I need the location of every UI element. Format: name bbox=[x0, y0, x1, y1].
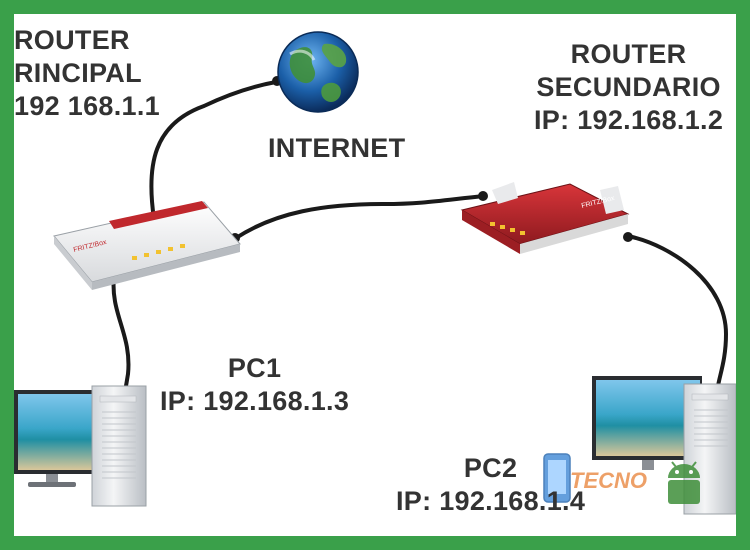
router-secundario-label: ROUTER SECUNDARIO IP: 192.168.1.2 bbox=[534, 38, 723, 137]
router-secundario-line2: SECUNDARIO bbox=[536, 72, 721, 102]
router-principal-line1: ROUTER bbox=[14, 25, 130, 55]
cables bbox=[111, 80, 729, 388]
router-principal-line2: RINCIPAL bbox=[14, 58, 142, 88]
watermark-text: TECNO bbox=[570, 468, 647, 493]
cable-plug-router2-left bbox=[478, 191, 488, 201]
internet-label: INTERNET bbox=[268, 133, 406, 163]
pc2-ip: IP: 192.168.1.4 bbox=[396, 486, 586, 516]
cable-router1-router2 bbox=[234, 194, 486, 240]
router-secundario-device: FRITZ!Box bbox=[460, 182, 630, 254]
pc2-label: PC2 IP: 192.168.1.4 bbox=[396, 452, 585, 518]
pc1-label: PC1 IP: 192.168.1.3 bbox=[160, 352, 349, 418]
pc2-computer-icon bbox=[592, 376, 736, 515]
cable-router1-pc1 bbox=[111, 274, 131, 388]
router-secundario-ip: IP: 192.168.1.2 bbox=[534, 105, 724, 135]
cable-router1-internet bbox=[149, 80, 278, 221]
router-principal-label: ROUTER RINCIPAL 192 168.1.1 bbox=[14, 24, 160, 123]
pc1-name: PC1 bbox=[227, 353, 282, 383]
router-principal-device: FRITZ!Box bbox=[53, 201, 241, 290]
router-principal-ip: 192 168.1.1 bbox=[14, 91, 160, 121]
pc1-ip: IP: 192.168.1.3 bbox=[160, 386, 350, 416]
internet-globe-icon bbox=[277, 31, 359, 113]
cable-plug-router2-right bbox=[623, 232, 633, 242]
pc2-name: PC2 bbox=[463, 453, 518, 483]
android-robot-icon bbox=[668, 461, 700, 504]
network-diagram-art: FRITZ!Box FRITZ!Box bbox=[14, 31, 736, 515]
pc1-computer-icon bbox=[14, 385, 147, 507]
router-secundario-line1: ROUTER bbox=[570, 39, 687, 69]
watermark-logo: TECNO bbox=[543, 453, 700, 504]
cable-router2-pc2 bbox=[626, 234, 729, 388]
